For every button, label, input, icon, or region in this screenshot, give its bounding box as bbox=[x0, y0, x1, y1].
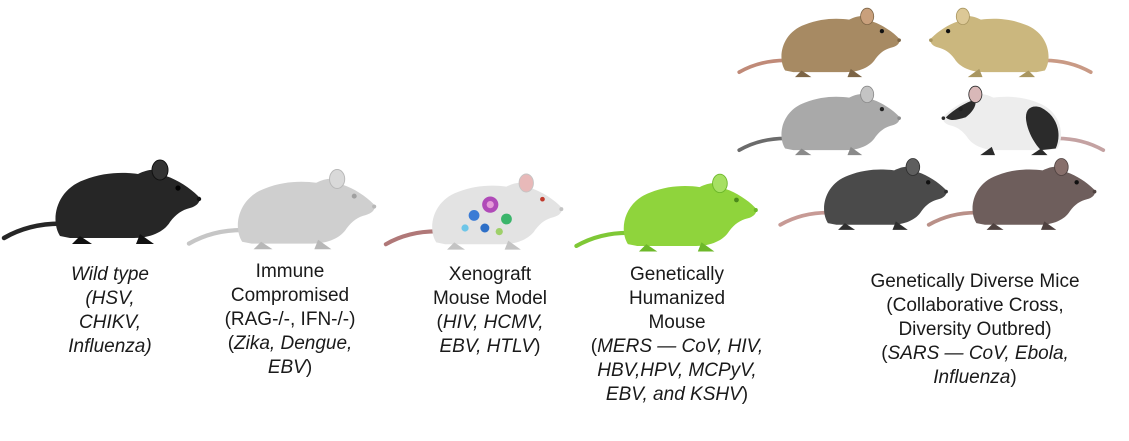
caption-title: Immune bbox=[255, 261, 325, 282]
caption-line: Humanized bbox=[628, 288, 726, 309]
caption-line: Mouse bbox=[648, 312, 706, 333]
diverse-mouse-khaki-icon bbox=[929, 7, 1093, 78]
caption-title: Genetically Diverse Mice bbox=[870, 271, 1080, 292]
caption-title: Xenograft bbox=[448, 264, 532, 285]
caption-line: Influenza) bbox=[68, 336, 152, 357]
caption-line: (MERS — CoV, HIV, bbox=[590, 336, 764, 357]
xenograft-mouse-icon bbox=[383, 173, 564, 250]
diverse-mouse-piebald-icon bbox=[941, 85, 1106, 156]
caption-line: EBV) bbox=[267, 357, 313, 378]
caption-line: Compromised bbox=[230, 285, 350, 306]
diverse-mouse-charcoal-icon bbox=[778, 158, 948, 230]
humanized-mouse-icon bbox=[574, 173, 758, 252]
caption-humanized: Genetically Humanized Mouse (MERS — CoV,… bbox=[582, 263, 772, 407]
caption-line: Mouse Model bbox=[432, 288, 548, 309]
diverse-mouse-brown-icon bbox=[926, 158, 1097, 230]
caption-line: (SARS — CoV, Ebola, bbox=[881, 343, 1069, 364]
caption-xenograft: Xenograft Mouse Model (HIV, HCMV, EBV, H… bbox=[405, 263, 575, 359]
immune-compromised-mouse-icon bbox=[186, 169, 377, 250]
caption-line: Diversity Outbred) bbox=[898, 319, 1052, 340]
caption-wild-type: Wild type (HSV, CHIKV, Influenza) bbox=[40, 263, 180, 359]
diverse-mouse-tan-icon bbox=[737, 7, 901, 78]
caption-line: EBV, and KSHV) bbox=[605, 384, 749, 405]
diverse-mouse-gray-icon bbox=[737, 85, 901, 156]
caption-immune-compromised: Immune Compromised (RAG-/-, IFN-/-) (Zik… bbox=[205, 260, 375, 380]
caption-line: HBV,HPV, MCPyV, bbox=[597, 360, 757, 381]
caption-line: (Collaborative Cross, bbox=[886, 295, 1064, 316]
caption-title: Wild type bbox=[71, 264, 149, 285]
caption-line: Influenza) bbox=[933, 367, 1017, 388]
caption-title: Genetically bbox=[630, 264, 724, 285]
caption-line: CHIKV, bbox=[79, 312, 141, 333]
caption-line: EBV, HTLV) bbox=[439, 336, 541, 357]
caption-line: (Zika, Dengue, bbox=[227, 333, 353, 354]
wild-type-mouse-icon bbox=[1, 159, 202, 244]
caption-line: (HSV, bbox=[85, 288, 135, 309]
caption-diverse: Genetically Diverse Mice (Collaborative … bbox=[860, 270, 1090, 390]
caption-line: (RAG-/-, IFN-/-) bbox=[224, 309, 356, 330]
caption-line: (HIV, HCMV, bbox=[436, 312, 544, 333]
